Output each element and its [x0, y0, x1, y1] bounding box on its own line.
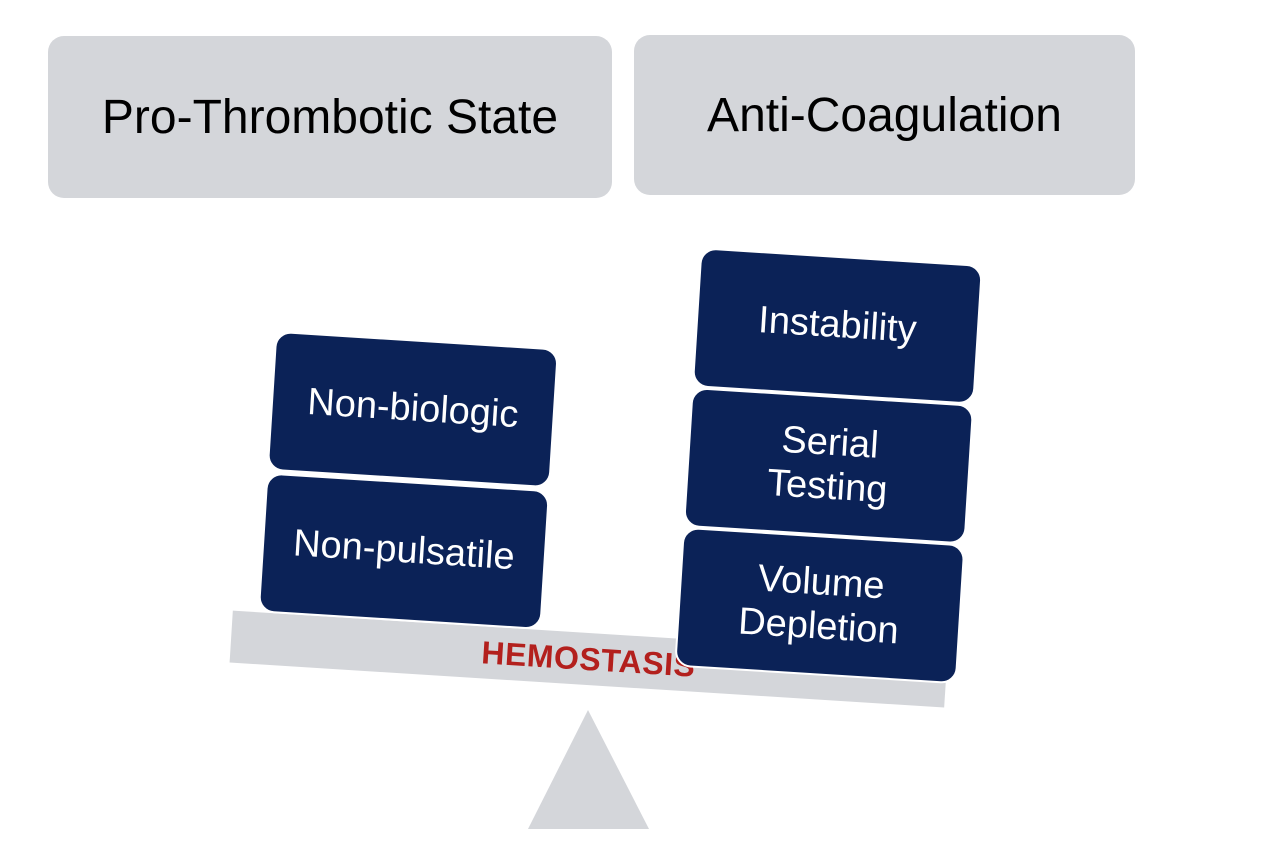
weight-instability: Instability [691, 247, 984, 405]
weight-non-biologic: Non-biologic [266, 330, 559, 489]
pro-thrombotic-state-label: Pro-Thrombotic State [101, 90, 559, 144]
anti-coagulation-box: Anti-Coagulation [634, 35, 1135, 195]
pro-thrombotic-state-box: Pro-Thrombotic State [48, 36, 612, 198]
weight-serial-testing: Serial Testing [683, 386, 975, 545]
anti-coagulation-label: Anti-Coagulation [707, 88, 1062, 142]
weight-non-pulsatile: Non-pulsatile [257, 472, 551, 631]
weight-volume-depletion: Volume Depletion [674, 526, 966, 685]
